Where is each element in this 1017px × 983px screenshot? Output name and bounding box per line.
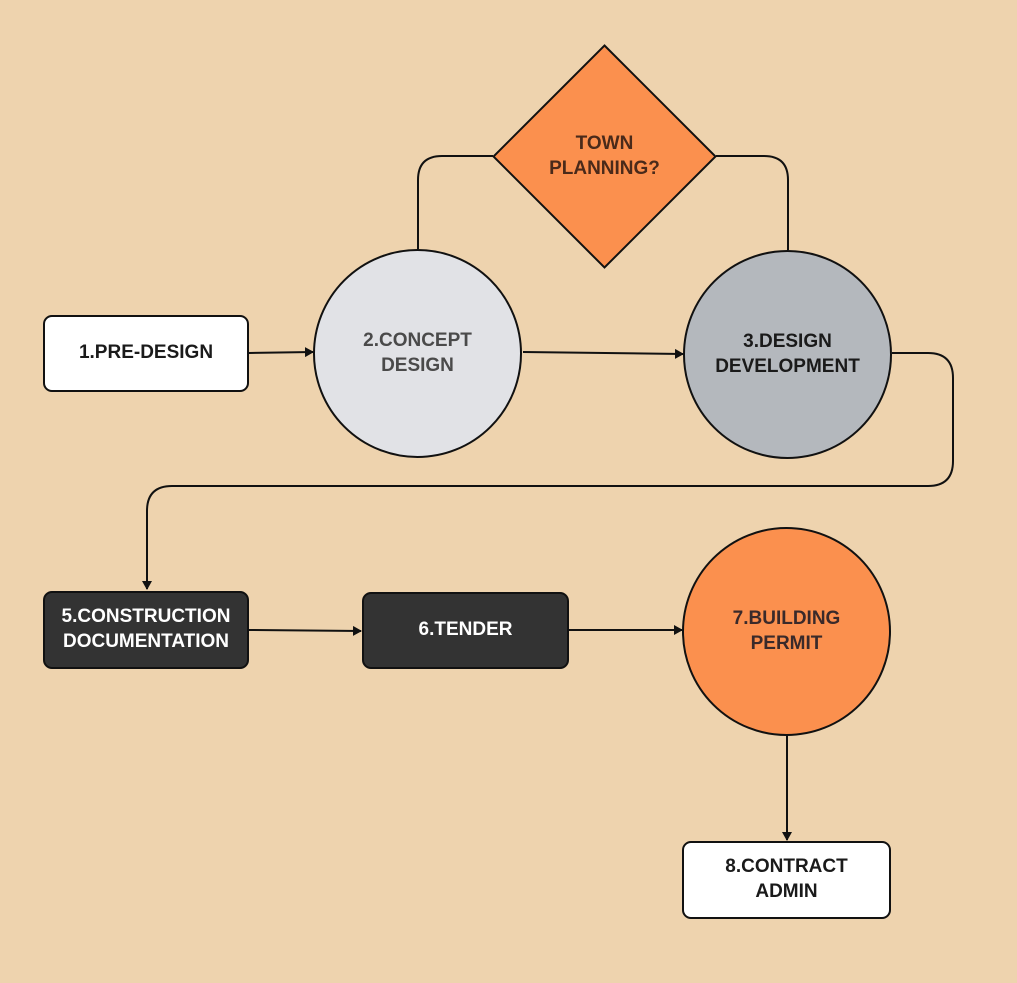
edge-townplanning-to-development bbox=[716, 155, 789, 250]
decision-diamond-shape bbox=[492, 44, 717, 269]
node-town-planning[interactable]: TOWN PLANNING? bbox=[492, 44, 717, 269]
node-tender-label: 6.TENDER bbox=[418, 619, 513, 641]
edge-concept-to-development bbox=[522, 348, 684, 359]
node-concept-design[interactable]: 2.CONCEPT DESIGN bbox=[313, 249, 522, 458]
edge-predesign-to-concept bbox=[248, 347, 314, 358]
node-design-development-label: 3.DESIGN DEVELOPMENT bbox=[715, 330, 860, 377]
node-contract-admin-label: 8.CONTRACT ADMIN bbox=[725, 856, 848, 902]
edge-development-to-construction bbox=[142, 352, 954, 590]
edge-construction-to-tender bbox=[248, 625, 362, 636]
edge-concept-to-townplanning bbox=[417, 155, 493, 249]
node-town-planning-label: TOWN PLANNING? bbox=[549, 132, 660, 179]
node-pre-design-label: 1.PRE-DESIGN bbox=[78, 342, 214, 364]
node-pre-design[interactable]: 1.PRE-DESIGN bbox=[43, 315, 249, 392]
node-design-development[interactable]: 3.DESIGN DEVELOPMENT bbox=[683, 250, 892, 459]
node-tender[interactable]: 6.TENDER bbox=[362, 592, 569, 669]
node-concept-design-label: 2.CONCEPT DESIGN bbox=[363, 329, 472, 376]
node-construction-documentation[interactable]: 5.CONSTRUCTION DOCUMENTATION bbox=[43, 591, 249, 669]
node-building-permit[interactable]: 7.BUILDING PERMIT bbox=[682, 527, 891, 736]
node-contract-admin[interactable]: 8.CONTRACT ADMIN bbox=[682, 841, 891, 919]
node-building-permit-label: 7.BUILDING PERMIT bbox=[732, 607, 841, 654]
node-construction-documentation-label: 5.CONSTRUCTION DOCUMENTATION bbox=[61, 606, 231, 652]
